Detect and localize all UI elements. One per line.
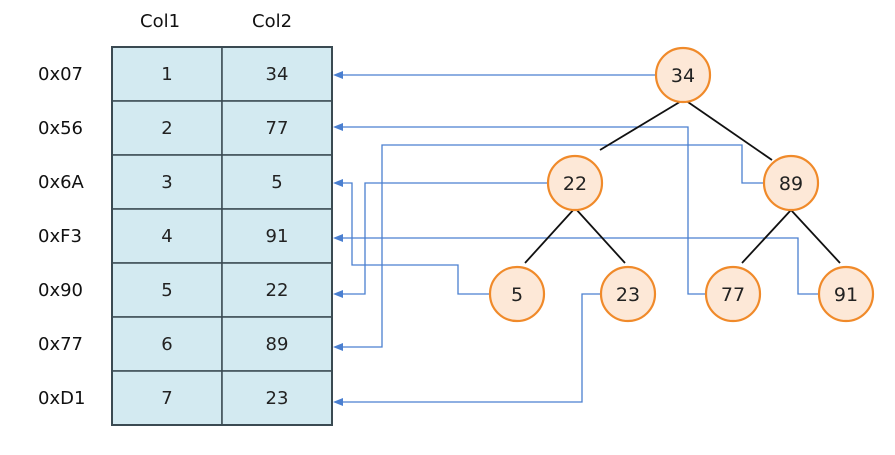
table-cell	[221, 262, 333, 318]
row-address: 0x6A	[38, 172, 85, 193]
arrow-head	[333, 343, 343, 351]
tree-edge	[599, 99, 684, 151]
col2-value: 34	[266, 64, 289, 85]
tree-node	[817, 265, 875, 323]
col2-value: 23	[266, 388, 289, 409]
col2-value: 77	[266, 118, 289, 139]
table-cell	[111, 46, 223, 102]
arrow-head	[333, 123, 343, 131]
row-address: 0x07	[38, 64, 83, 85]
arrow-head	[333, 71, 343, 79]
row-address: 0x90	[38, 280, 83, 301]
tree-node	[762, 154, 820, 212]
tree-node-label: 77	[721, 284, 745, 306]
col2-value: 22	[266, 280, 289, 301]
col2-value: 91	[266, 226, 289, 247]
pointer-line	[342, 182, 548, 295]
table-cell	[221, 46, 333, 102]
table-cell	[221, 154, 333, 210]
pointer-line	[342, 144, 765, 348]
tree-node-label: 91	[834, 284, 858, 306]
col2-value: 89	[266, 334, 289, 355]
pointer-line	[342, 237, 818, 295]
row-address: 0x77	[38, 334, 83, 355]
tree-node	[599, 265, 657, 323]
col1-value: 2	[161, 118, 172, 139]
col1-value: 4	[161, 226, 172, 247]
row-address: 0xF3	[38, 226, 82, 247]
tree-node-label: 89	[779, 173, 803, 195]
row-address: 0x56	[38, 118, 83, 139]
tree-node-label: 22	[563, 173, 587, 195]
arrow-head	[333, 398, 343, 406]
col2-value: 5	[271, 172, 282, 193]
col1-value: 6	[161, 334, 172, 355]
tree-edge	[684, 99, 773, 161]
table-frame	[111, 46, 333, 426]
table-cell	[221, 316, 333, 372]
table-cell	[221, 208, 333, 264]
column-header-col2: Col2	[252, 11, 292, 32]
pointer-line	[342, 126, 705, 295]
table-cell	[221, 370, 333, 426]
tree-edge	[790, 209, 841, 264]
arrow-head	[333, 234, 343, 242]
pointer-lines	[333, 71, 818, 406]
tree-node	[704, 265, 762, 323]
pointer-line	[342, 293, 600, 403]
col1-value: 3	[161, 172, 172, 193]
arrow-head	[333, 179, 343, 187]
column-header-col1: Col1	[140, 11, 180, 32]
col1-value: 7	[161, 388, 172, 409]
tree-node-label: 34	[671, 65, 695, 87]
row-address: 0xD1	[38, 388, 85, 409]
table-cell	[111, 100, 223, 156]
tree-edge	[574, 207, 626, 264]
pointer-line	[342, 182, 490, 295]
tree-edges	[524, 99, 841, 264]
data-table	[111, 46, 333, 426]
tree-node	[546, 154, 604, 212]
tree-node-label: 5	[511, 284, 523, 306]
tree-node	[488, 265, 546, 323]
col1-value: 5	[161, 280, 172, 301]
arrow-head	[333, 290, 343, 298]
tree-node	[654, 46, 712, 104]
tree-node-label: 23	[616, 284, 640, 306]
tree-nodes: 34 22 89 5 23 77 91	[488, 46, 875, 323]
col1-value: 1	[161, 64, 172, 85]
tree-edge	[741, 209, 792, 264]
tree-edge	[524, 207, 576, 264]
